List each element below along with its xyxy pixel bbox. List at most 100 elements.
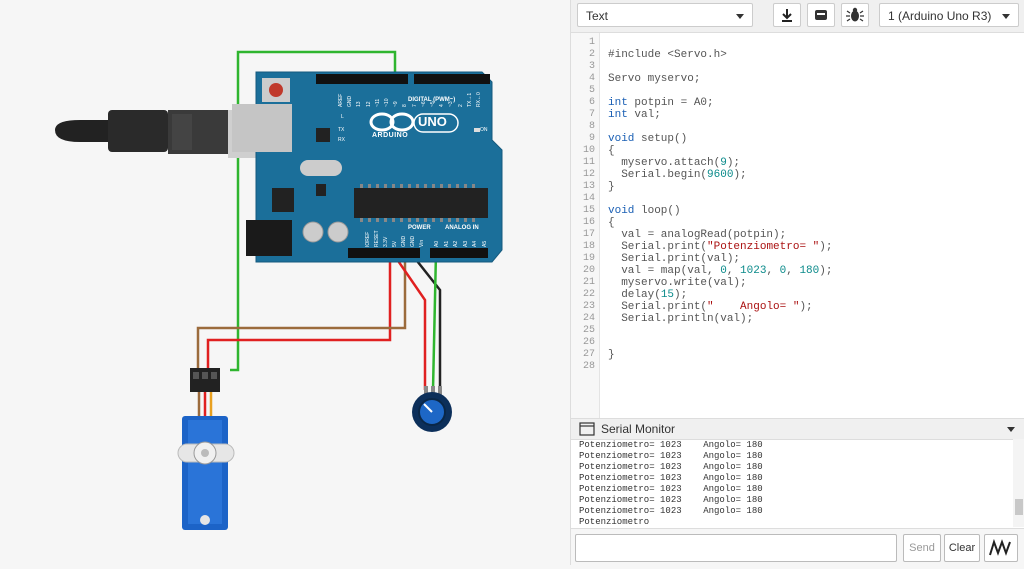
- wire-signal-green: [230, 50, 397, 372]
- code-line: {: [608, 145, 615, 157]
- line-number: 27: [582, 349, 595, 360]
- code-line: {: [608, 217, 615, 229]
- pin-label: TX→1: [466, 92, 473, 107]
- on-label: ON: [480, 127, 488, 133]
- upload-to-board-icon: [815, 10, 827, 20]
- code-line: Serial.print(val);: [608, 253, 741, 265]
- line-number: 6: [588, 97, 595, 108]
- graph-button[interactable]: [984, 534, 1018, 562]
- code-line: Servo myservo;: [608, 73, 701, 85]
- line-number: 20: [582, 265, 595, 276]
- line-number: 17: [582, 229, 595, 240]
- line-number: 19: [582, 253, 595, 264]
- line-number: 24: [582, 313, 595, 324]
- serial-output-line: Potenziometro= 1023 Angolo= 180: [579, 495, 763, 505]
- pin-label: 7: [411, 104, 418, 107]
- wire-gnd-brown: [196, 252, 407, 368]
- code-line: myservo.write(val);: [608, 277, 747, 289]
- bug-icon: [846, 7, 864, 22]
- code-panel: Text 1 (Arduino Uno R3): [570, 0, 1024, 566]
- pin-label: ~9: [393, 101, 400, 107]
- wire-pot-red: [390, 251, 427, 390]
- waveform-graph-icon: [989, 538, 1011, 556]
- arduino-uno-board: [232, 71, 503, 263]
- code-line: delay(15);: [608, 289, 688, 301]
- serial-monitor-header[interactable]: Serial Monitor: [571, 418, 1024, 440]
- scrollbar-thumb[interactable]: [1015, 499, 1023, 515]
- code-line: int val;: [608, 109, 661, 121]
- line-number: 18: [582, 241, 595, 252]
- pin-label: A5: [481, 240, 488, 247]
- line-number: 15: [582, 205, 595, 216]
- pin-label: GND: [401, 235, 407, 247]
- serial-output-line: Potenziometro= 1023 Angolo= 180: [579, 484, 763, 494]
- circuit-drawing: [55, 50, 503, 530]
- pin-label: A1: [443, 240, 450, 247]
- line-number: 1: [588, 37, 595, 48]
- line-number: 16: [582, 217, 595, 228]
- line-number: 13: [582, 181, 595, 192]
- serial-monitor-title: Serial Monitor: [601, 422, 676, 436]
- line-number: 11: [582, 157, 595, 168]
- pin-label: A3: [462, 240, 469, 247]
- code-line: Serial.println(val);: [608, 313, 754, 325]
- code-mode-dropdown[interactable]: Text: [577, 3, 753, 27]
- serial-scrollbar[interactable]: [1013, 439, 1024, 527]
- pin-label: 3.3V: [383, 236, 389, 247]
- pin-label: ~10: [384, 98, 390, 107]
- line-number: 26: [582, 337, 595, 348]
- code-line: Serial.begin(9600);: [608, 169, 747, 181]
- code-line: void setup(): [608, 133, 688, 145]
- pin-label: ~11: [374, 98, 381, 107]
- circuit-canvas[interactable]: ARDUINO UNO DIGITAL (PWM~) POWER ANALOG …: [0, 0, 570, 565]
- line-number: 22: [582, 289, 595, 300]
- servo-motor: [177, 368, 235, 530]
- line-number: 5: [588, 85, 595, 96]
- line-number: 28: [582, 361, 595, 372]
- download-icon: [782, 9, 792, 22]
- serial-output-line: Potenziometro: [579, 517, 650, 527]
- l-label: L: [341, 114, 344, 120]
- digital-label: DIGITAL (PWM~): [408, 97, 456, 103]
- pin-label: GND: [410, 235, 416, 247]
- pin-label: ~5: [430, 101, 436, 107]
- pin-label: A2: [453, 240, 459, 247]
- device-dropdown[interactable]: 1 (Arduino Uno R3): [879, 3, 1019, 27]
- serial-output-line: Potenziometro= 1023 Angolo= 180: [579, 506, 763, 516]
- download-code-button[interactable]: [773, 3, 801, 27]
- send-button[interactable]: Send: [903, 534, 941, 562]
- pin-label: ~3: [448, 101, 455, 107]
- code-line: val = analogRead(potpin);: [608, 229, 787, 241]
- clear-button[interactable]: Clear: [944, 534, 980, 562]
- code-line: val = map(val, 0, 1023, 0, 180);: [608, 265, 833, 277]
- analog-label: ANALOG IN: [445, 225, 479, 231]
- pin-label: 12: [365, 101, 372, 107]
- pin-label: 8: [402, 104, 409, 107]
- pin-label: AREF: [338, 93, 344, 107]
- line-number: 8: [588, 121, 595, 132]
- line-number: 12: [582, 169, 595, 180]
- pin-label: A4: [472, 240, 478, 247]
- code-line: myservo.attach(9);: [608, 157, 741, 169]
- code-mode-value: Text: [586, 9, 609, 23]
- code-line: void loop(): [608, 205, 681, 217]
- rx-label: RX: [338, 137, 345, 143]
- wire-pot-black: [409, 251, 442, 390]
- wire-5v-red: [206, 252, 392, 368]
- serial-input[interactable]: [575, 534, 897, 562]
- debugger-button[interactable]: [841, 3, 869, 27]
- line-number: 23: [582, 301, 595, 312]
- serial-output-line: Potenziometro= 1023 Angolo= 180: [579, 473, 763, 483]
- board-logo-text: UNO: [418, 114, 447, 129]
- serial-output-line: Potenziometro= 1023 Angolo= 180: [579, 462, 763, 472]
- serial-input-row: Send Clear: [571, 528, 1024, 566]
- pin-label: RESET: [374, 230, 380, 247]
- line-number: 7: [588, 109, 595, 120]
- board-brand: ARDUINO: [372, 132, 409, 139]
- upload-button[interactable]: [807, 3, 835, 27]
- chevron-down-icon[interactable]: [1007, 427, 1015, 432]
- pin-label: 5V: [392, 240, 398, 247]
